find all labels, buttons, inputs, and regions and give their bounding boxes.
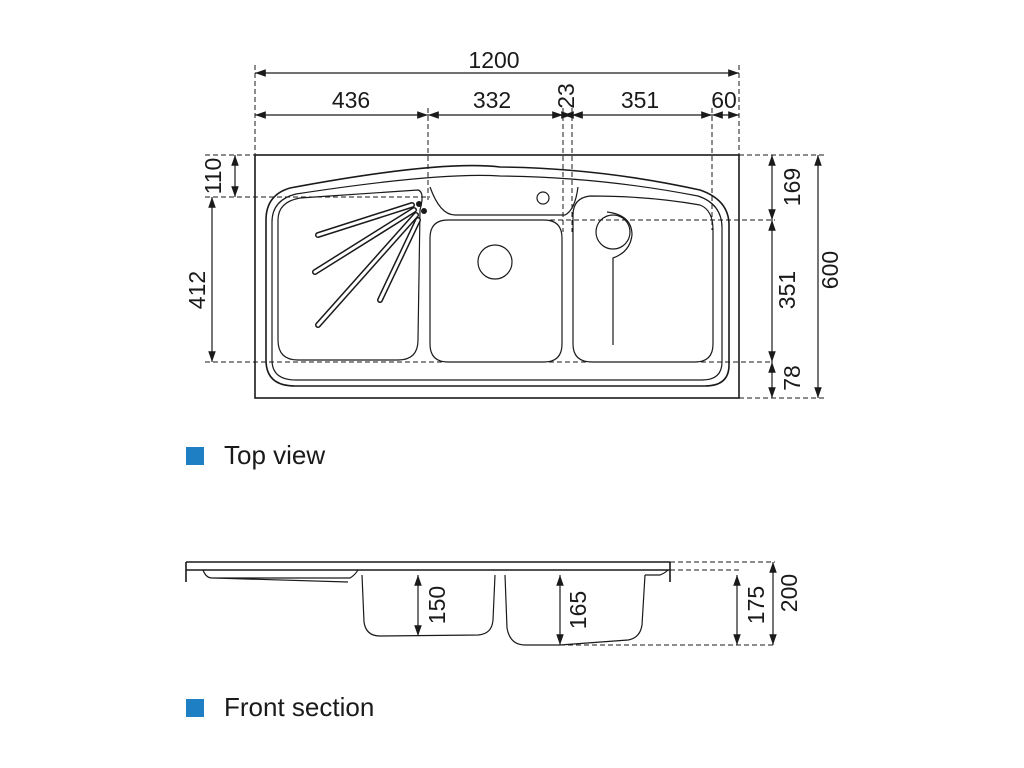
dim-left-section: 436 (332, 87, 370, 113)
dim-overall-width: 1200 (468, 47, 519, 73)
cutout-outline (254, 154, 740, 399)
drainboard (277, 189, 423, 361)
dim-divider: 23 (553, 83, 579, 109)
legend-front-section-label: Front section (224, 692, 375, 722)
dim-overall-depth: 600 (817, 251, 843, 289)
dim-center-bowl: 332 (473, 87, 511, 113)
top-view-dimensions: 1200 436 332 23 351 60 110 412 169 351 7… (184, 47, 843, 398)
legend-top-view-label: Top view (224, 440, 326, 470)
front-section-drawing: 150 165 175 200 (185, 561, 802, 646)
dim-back-ledge: 169 (779, 168, 805, 206)
dim-right-bowl-depth: 165 (565, 591, 591, 629)
dim-right-bowl: 351 (621, 87, 659, 113)
top-view-drawing (254, 154, 740, 399)
dim-bowl-depth-to-rim: 175 (743, 586, 769, 624)
sink-outer-rim (265, 164, 730, 387)
dim-right-margin: 60 (711, 87, 737, 113)
dim-bowl-depth: 351 (774, 271, 800, 309)
dim-overall-height: 200 (776, 574, 802, 612)
drainboard-grooves (312, 202, 421, 328)
legend-top-view: Top view (186, 440, 325, 471)
right-bowl (572, 195, 714, 363)
drain-hole-center (477, 244, 513, 280)
dim-top-margin: 110 (200, 158, 226, 195)
legend-marker-icon (186, 446, 204, 465)
dim-front-margin: 78 (779, 365, 805, 391)
legend-front-section: Front section (186, 692, 374, 723)
legend-marker-icon (186, 698, 204, 717)
dim-center-bowl-depth: 150 (424, 586, 450, 624)
drain-hole-right (595, 214, 631, 250)
dim-drainboard-depth: 412 (184, 271, 210, 309)
center-bowl-section (361, 574, 496, 637)
tap-hole (536, 191, 550, 205)
center-bowl (429, 219, 563, 363)
